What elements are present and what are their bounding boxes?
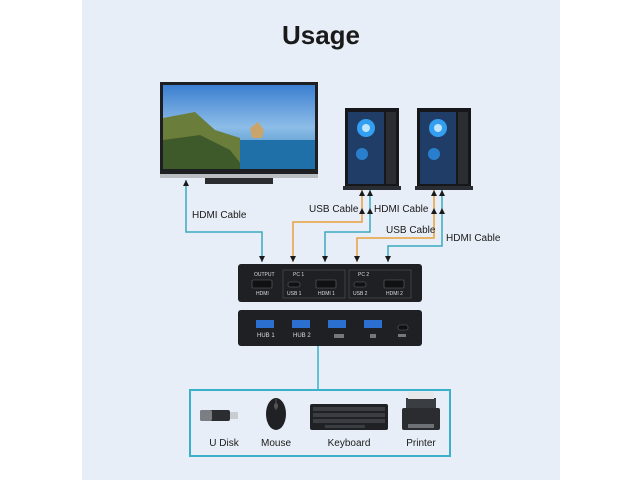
usb-cable-label-pc2: USB Cable <box>386 225 436 236</box>
port-label-pc2: PC 2 <box>358 272 370 278</box>
port-label-hub2: HUB 2 <box>293 333 311 339</box>
port-label-pc2-usb: USB 2 <box>353 291 368 297</box>
pc2-tower-icon <box>415 108 473 190</box>
port-label-pc1-usb: USB 1 <box>287 291 302 297</box>
port-label-output: OUTPUT <box>254 272 275 278</box>
peripheral-label-keyboard: Keyboard <box>327 438 371 449</box>
port-label-pc2-hdmi: HDMI 2 <box>386 291 403 297</box>
peripheral-box <box>189 389 451 457</box>
peripheral-label-printer: Printer <box>406 438 436 449</box>
mouse-icon <box>266 398 286 430</box>
hdmi-cable-label-pc2: HDMI Cable <box>446 233 501 244</box>
kvm-switch-front <box>238 264 422 302</box>
hdmi-cable-label-pc1: HDMI Cable <box>374 204 429 215</box>
port-label-output-hdmi: HDMI <box>256 291 269 297</box>
pc1-tower-icon <box>343 108 401 190</box>
page-title: Usage <box>281 20 361 50</box>
hdmi-cable-label-monitor: HDMI Cable <box>192 210 247 221</box>
port-label-hub1: HUB 1 <box>257 333 275 339</box>
kvm-switch-back <box>238 310 422 346</box>
peripheral-label-udisk: U Disk <box>209 438 239 449</box>
usb-disk-icon <box>200 410 238 421</box>
monitor-icon <box>160 82 318 184</box>
peripheral-label-mouse: Mouse <box>260 438 291 449</box>
port-label-pc1-hdmi: HDMI 1 <box>318 291 335 297</box>
printer-icon <box>402 392 440 430</box>
port-label-pc1: PC 1 <box>293 272 305 278</box>
keyboard-icon <box>310 404 388 430</box>
cable-arrows <box>183 180 445 262</box>
usb-cable-label-pc1: USB Cable <box>309 204 359 215</box>
background-panel <box>82 0 560 480</box>
